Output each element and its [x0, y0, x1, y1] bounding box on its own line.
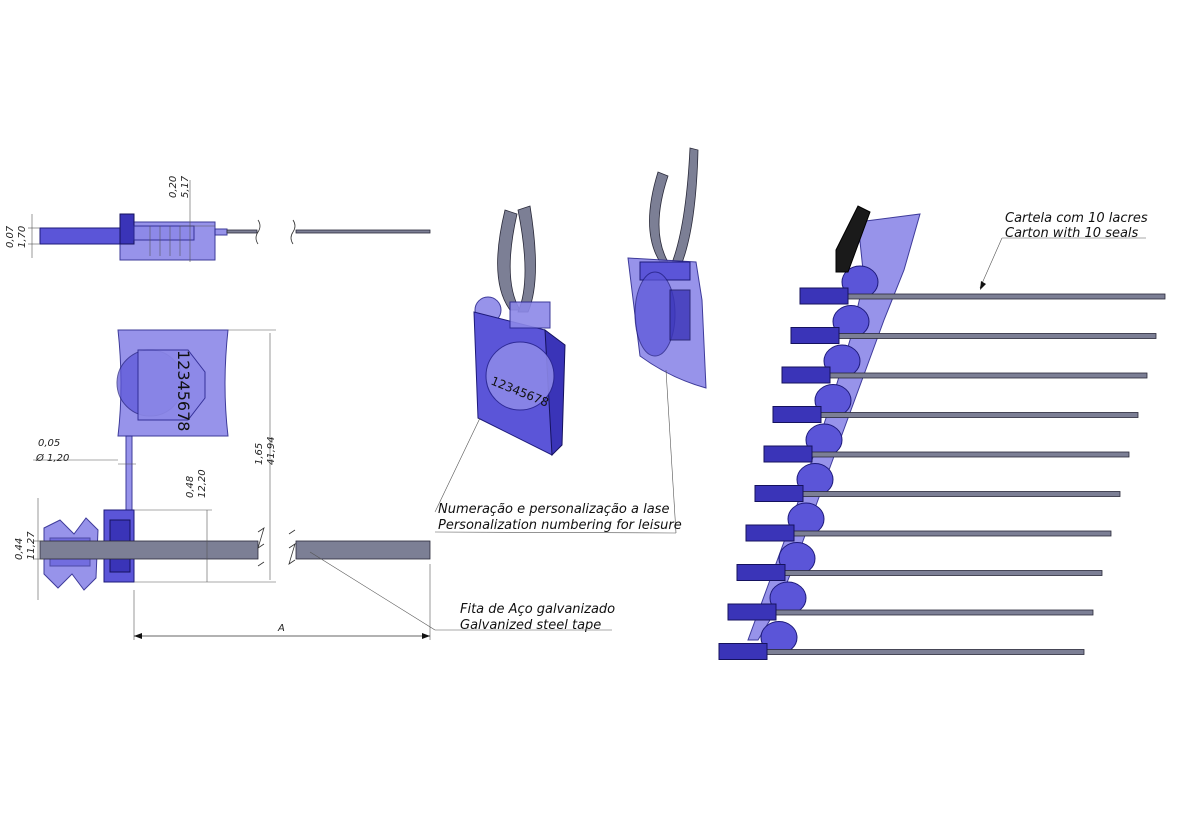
- front-view: 12345678 0,05 Ø 1,20 1,65 41,94 0,48 12,…: [14, 329, 431, 640]
- carton-seal: [799, 265, 1166, 305]
- carton-seal-lock: [790, 327, 840, 344]
- carton-seal-tape: [830, 333, 1157, 339]
- carton-seal-lock: [745, 524, 795, 542]
- total-height-in: 1,65: [254, 443, 265, 465]
- carton-seal: [727, 581, 1094, 621]
- carton-seal: [763, 423, 1130, 463]
- carton-seal-tape: [839, 293, 1166, 300]
- carton-seal: [736, 542, 1103, 581]
- note-laser-en: Personalization numbering for leisure: [438, 518, 682, 533]
- carton-seal: [790, 305, 1157, 344]
- carton-seal-tape: [812, 412, 1139, 418]
- lock-height-mm: 12,20: [197, 469, 208, 498]
- top-height-in: 0,07: [5, 225, 16, 248]
- top-tab-in: 0,20: [168, 176, 179, 198]
- length-label: A: [277, 623, 285, 634]
- carton-seal-lock: [772, 406, 822, 423]
- top-height-mm: 1,70: [17, 226, 28, 248]
- carton-seal: [745, 502, 1112, 542]
- carton-seals: [718, 265, 1166, 660]
- carton-seal: [772, 384, 1139, 423]
- carton-seal-lock: [718, 643, 768, 660]
- lock-height-in: 0,48: [185, 476, 196, 498]
- carton-seal-lock: [763, 445, 813, 463]
- total-height-mm: 41,94: [266, 436, 277, 465]
- carton-seal-lock: [736, 564, 786, 581]
- carton-seal: [754, 463, 1121, 502]
- carton-seal: [781, 344, 1148, 384]
- seal-3d-side: [627, 147, 707, 389]
- carton-seal-tape: [767, 609, 1094, 616]
- top-view: 0,07 1,70 0,20 5,17: [5, 175, 431, 262]
- carton-seal-tape: [803, 451, 1130, 458]
- wire-dia-mm: Ø 1,20: [35, 452, 69, 464]
- lock-width-mm: 11,27: [26, 531, 37, 560]
- carton-seal-tape: [785, 530, 1112, 537]
- carton-seal-lock: [781, 366, 831, 384]
- top-tab-mm: 5,17: [180, 175, 191, 198]
- carton-seal-lock: [727, 603, 777, 621]
- carton-seal-tape: [776, 570, 1103, 576]
- seal-3d-front: 12345678: [473, 205, 566, 457]
- carton-clip: [835, 205, 871, 273]
- carton-assembly: [718, 205, 1166, 660]
- carton-seal-tape: [821, 372, 1148, 379]
- carton-seal: [718, 621, 1085, 660]
- seal-number-2d: 12345678: [174, 350, 193, 431]
- note-carton-en: Carton with 10 seals: [1005, 226, 1139, 241]
- carton-seal-tape: [794, 491, 1121, 497]
- note-steel-en: Galvanized steel tape: [460, 618, 601, 633]
- carton-seal-tape: [758, 649, 1085, 655]
- note-steel-pt: Fita de Aço galvanizado: [460, 602, 615, 617]
- wire-dia-in: 0,05: [38, 438, 60, 449]
- note-laser-pt: Numeração e personalização a lase: [438, 502, 669, 517]
- carton-seal-lock: [754, 485, 804, 502]
- note-carton-pt: Cartela com 10 lacres: [1005, 211, 1148, 226]
- carton-seal-lock: [799, 287, 849, 305]
- lock-width-in: 0,44: [14, 538, 25, 560]
